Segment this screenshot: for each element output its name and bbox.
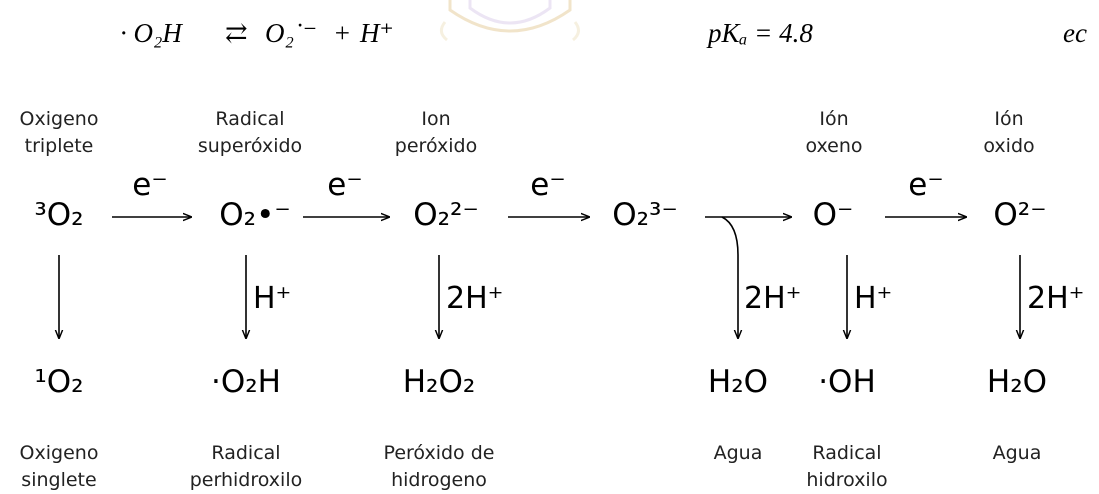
svg-text:Ión: Ión [819,108,848,130]
top-caption-oxene: Ión oxeno [805,108,862,157]
eq-product-superoxide: O₂˙⁻ [265,18,317,48]
species-perhydroxyl: ·O₂H [211,364,281,400]
proton-label-4: H⁺ [854,281,892,316]
proton-label-3: 2H⁺ [744,281,801,316]
equation-line: · O₂H ⇄ O₂˙⁻ + H⁺ pKₐ = 4.8 ec [120,0,1087,48]
svg-text:hidroxilo: hidroxilo [806,469,887,491]
proton-label-1: H⁺ [253,281,291,316]
watermark-emblem-icon [440,0,580,42]
species-peroxide-ion: O₂²⁻ [413,197,479,233]
top-caption-triplet: Oxigeno triplete [20,108,99,157]
top-caption-peroxide: Ion peróxido [395,108,477,157]
species-oxene-ion: O⁻ [813,197,854,233]
eq-equilibrium-arrow: ⇄ [225,18,248,48]
bottom-caption-hydroxyl: Radical hidroxilo [806,442,887,491]
species-hydrogen-peroxide: H₂O₂ [403,364,476,400]
top-caption-superoxide: Radical superóxido [198,108,302,157]
top-caption-oxide: Ión oxido [983,108,1034,157]
species-oxide-ion: O²⁻ [993,197,1046,233]
species-singlet-oxygen: ¹O₂ [34,364,83,400]
proton-label-2: 2H⁺ [446,281,503,316]
branch-arrow-water [721,216,738,338]
electron-label-4: e⁻ [908,167,943,203]
svg-text:Oxigeno: Oxigeno [20,442,99,464]
svg-text:Agua: Agua [993,442,1042,464]
svg-text:Oxigeno: Oxigeno [20,108,99,130]
electron-label-3: e⁻ [530,167,565,203]
svg-text:Radical: Radical [215,108,284,130]
eq-plus: + [333,18,351,48]
svg-text:superóxido: superóxido [198,135,302,157]
svg-text:Radical: Radical [812,442,881,464]
svg-text:hidrogeno: hidrogeno [391,469,487,491]
eq-label-cut: ec [1063,18,1087,48]
svg-text:oxeno: oxeno [805,135,862,157]
species-water-1: H₂O [708,364,768,400]
eq-reactant: · O₂H [120,18,183,48]
species-hydroxyl: ·OH [818,364,876,400]
electron-label-1: e⁻ [132,167,167,203]
svg-text:Ión: Ión [994,108,1023,130]
electron-label-2: e⁻ [327,167,362,203]
bottom-caption-water-2: Agua [993,442,1042,464]
species-water-2: H₂O [987,364,1047,400]
species-triplet-oxygen: ³O₂ [34,197,83,233]
svg-text:singlete: singlete [21,469,96,491]
svg-text:Peróxido de: Peróxido de [384,442,495,464]
svg-text:perhidroxilo: perhidroxilo [190,469,302,491]
proton-label-5: 2H⁺ [1027,281,1084,316]
species-superoxide: O₂•⁻ [219,197,290,233]
bottom-caption-singlet: Oxigeno singlete [20,442,99,491]
bottom-caption-hydrogen-peroxide: Peróxido de hidrogeno [384,442,495,491]
bottom-caption-perhydroxyl: Radical perhidroxilo [190,442,302,491]
svg-text:triplete: triplete [25,135,94,157]
bottom-caption-water-1: Agua [714,442,763,464]
svg-text:Radical: Radical [211,442,280,464]
species-trioxide-ion: O₂³⁻ [612,197,678,233]
svg-text:peróxido: peróxido [395,135,477,157]
svg-text:oxido: oxido [983,135,1034,157]
eq-pka: pKₐ = 4.8 [706,18,813,48]
eq-product-proton: H⁺ [359,18,394,48]
svg-text:Agua: Agua [714,442,763,464]
svg-text:Ion: Ion [421,108,450,130]
